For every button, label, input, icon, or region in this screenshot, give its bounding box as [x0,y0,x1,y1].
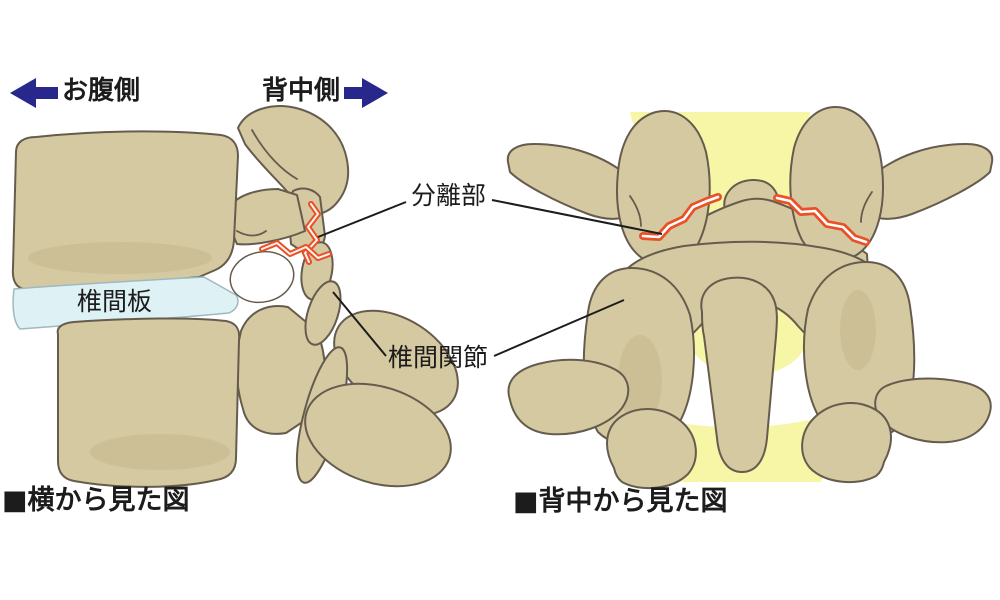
facet-joint-leader-right [493,299,625,357]
back-side-label: 背中側 [262,76,341,106]
pedicle [229,188,306,246]
fracture-gap-line-vertical [304,203,319,263]
lower-body-shading [90,434,230,470]
left-transverse-process-lower [507,358,630,436]
superior-articular-process-lower [304,280,342,346]
left-mound-crease [629,195,642,227]
fracture-gap-line-right [775,196,868,244]
spinous-process-lower-paddle [304,382,452,488]
separation-leader-left [317,201,407,238]
left-shoulder-shading [618,335,662,425]
back-view-illustration [506,106,994,490]
right-superior-articular-mound [789,106,884,262]
right-bottom-lobe [801,402,892,484]
intervertebral-disc-shape [12,276,239,330]
lower-spinous-process [700,276,778,473]
fracture-gap-line-left [641,195,720,239]
intervertebral-foramen [229,250,295,304]
back-view-caption: ■背中から見た図 [513,486,728,517]
facet-joint-leader-left [332,291,387,357]
fracture-gap-line-horizontal [261,242,330,259]
side-view-caption: ■横から見た図 [2,485,190,516]
separation-leader-right [491,199,663,235]
facet-joint-label: 椎間関節 [388,343,489,372]
separation-label: 分離部 [411,181,487,210]
front-side-label: お腹側 [62,76,141,106]
hook-crease-line [251,129,298,180]
left-bottom-lobe [606,408,697,490]
body-shading [28,242,212,274]
side-view-illustration [11,105,459,488]
right-transverse-process-lower [874,377,992,444]
annotation-leader-lines [317,199,663,357]
right-shoulder-shading [840,290,876,370]
fracture-line-side-view [259,201,332,265]
lower-vertebral-body [56,317,241,488]
fracture-line-back-view-right [773,194,870,246]
spinous-process-hook [237,105,350,216]
fracture-line-back-view-left [639,193,722,241]
right-mound-crease [860,191,873,223]
orientation-arrows [10,78,388,108]
left-block-arrow-icon [10,78,58,108]
left-superior-articular-mound [616,110,711,266]
pedicle-notch-line [236,230,267,237]
right-block-arrow-icon [344,78,388,108]
disc-label: 椎間板 [77,287,153,316]
